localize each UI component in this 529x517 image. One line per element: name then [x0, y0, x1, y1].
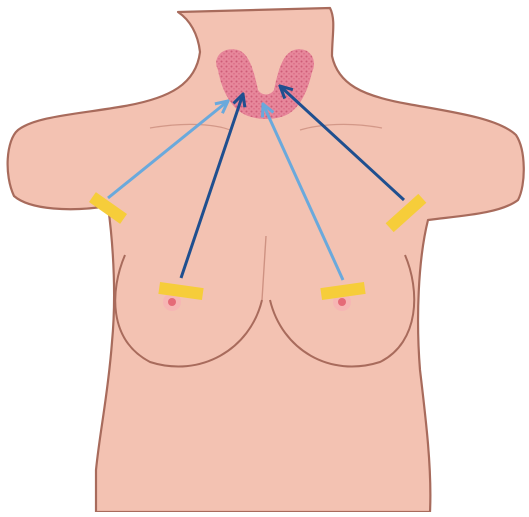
torso-body: [8, 8, 524, 512]
